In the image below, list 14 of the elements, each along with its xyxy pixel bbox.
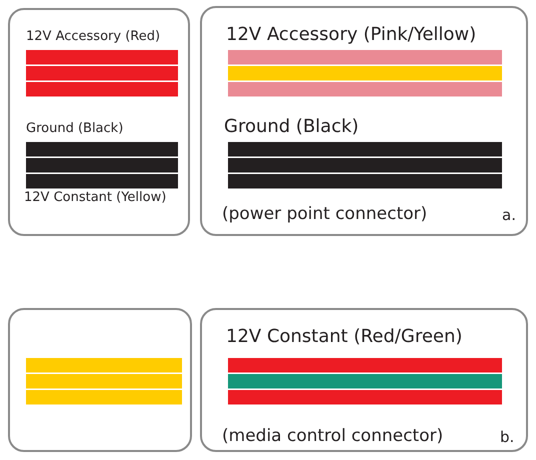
wire-label: 12V Accessory (Red) [26, 30, 160, 43]
wire-panel [8, 8, 190, 236]
wire-label: Ground (Black) [26, 122, 124, 135]
wire-label: 12V Constant (Red/Green) [226, 328, 462, 346]
wire-label: a. [502, 208, 516, 223]
wire-label: (media control connector) [222, 428, 444, 445]
empty-panel [8, 308, 192, 452]
wire-label: 12V Constant (Yellow) [24, 191, 166, 204]
wire-label: b. [500, 430, 514, 445]
wire-label: 12V Accessory (Pink/Yellow) [226, 26, 476, 44]
wire-label: (power point connector) [222, 206, 428, 223]
wire-label: Ground (Black) [224, 118, 359, 136]
wire-panel [200, 6, 528, 236]
wire-panel [200, 308, 528, 452]
